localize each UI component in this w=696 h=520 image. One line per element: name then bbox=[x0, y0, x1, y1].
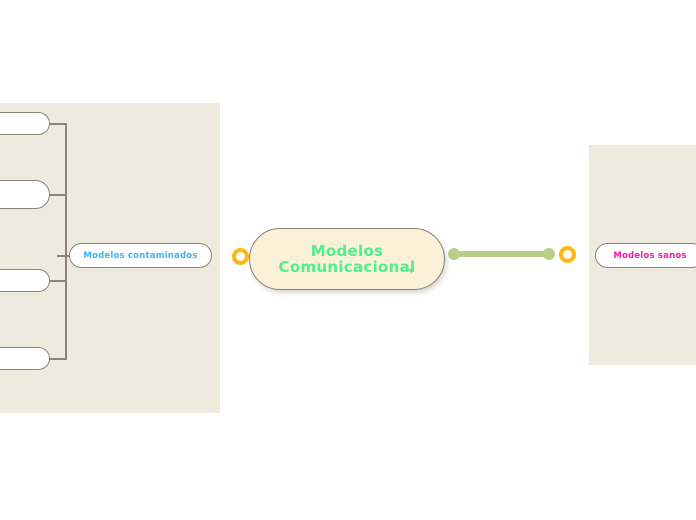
node-label: Modelos contaminados bbox=[83, 250, 198, 261]
tree-stem-horizontal bbox=[57, 255, 69, 257]
central-line-1: Modelos bbox=[310, 241, 384, 260]
central-to-right-link[interactable] bbox=[455, 251, 555, 257]
link-dot-right-icon[interactable] bbox=[543, 248, 555, 260]
text-cursor-icon bbox=[408, 269, 412, 274]
node-distractor[interactable]: stractor: bbox=[0, 269, 50, 292]
node-aplacador[interactable]: lacador: bbox=[0, 347, 50, 370]
tree-branch-3 bbox=[48, 280, 67, 282]
node-modelos-contaminados[interactable]: Modelos contaminados bbox=[69, 243, 212, 268]
central-line-2: Comunicacional bbox=[278, 258, 416, 276]
tree-branch-1 bbox=[48, 123, 67, 125]
tree-branch-2 bbox=[48, 194, 67, 196]
node-modelos-sanos[interactable]: Modelos sanos bbox=[595, 243, 696, 268]
node-central-topic[interactable]: Modelos Comunicacional bbox=[249, 228, 445, 290]
tree-spine-lower bbox=[65, 255, 67, 359]
left-connector-ring-icon[interactable] bbox=[232, 248, 249, 265]
node-label: Modelos sanos bbox=[613, 250, 687, 261]
right-connector-ring-icon[interactable] bbox=[559, 246, 576, 263]
tree-spine-upper bbox=[65, 124, 67, 257]
node-culpador[interactable]: ulpador: bbox=[0, 112, 50, 135]
node-segundo[interactable]: o bbox=[0, 180, 50, 209]
tree-branch-4 bbox=[48, 358, 67, 360]
